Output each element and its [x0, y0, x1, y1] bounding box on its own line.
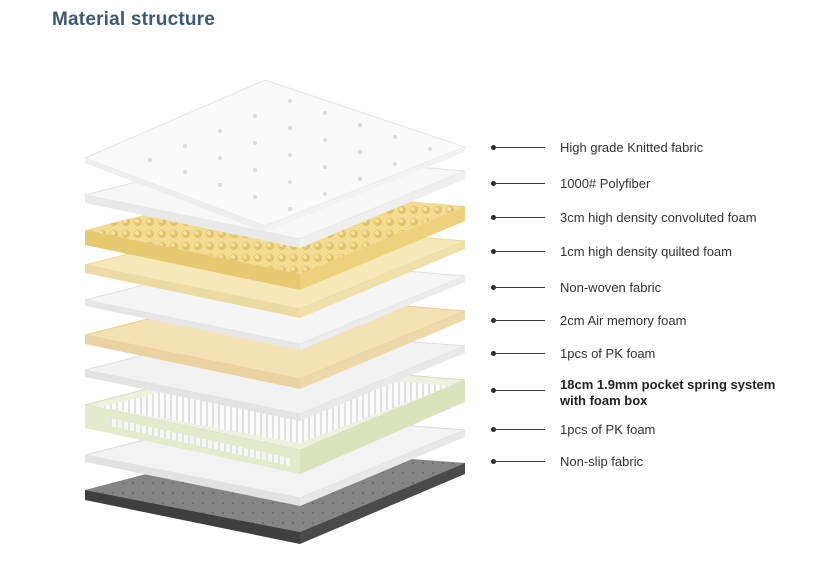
- callout-line: [493, 353, 545, 354]
- layer-row-knitted-fabric: High grade Knitted fabric: [491, 140, 833, 160]
- callout-line: [493, 429, 545, 430]
- callout-line: [493, 251, 545, 252]
- layer-label: 1pcs of PK foam: [560, 422, 656, 437]
- layer-knitted-fabric: [83, 79, 467, 232]
- layer-label: High grade Knitted fabric: [560, 140, 704, 155]
- layer-row-pk-foam-top: 1pcs of PK foam: [491, 346, 833, 366]
- callout-line: [493, 461, 545, 462]
- layer-row-pocket-spring: 18cm 1.9mm pocket spring system with foa…: [491, 377, 833, 413]
- layer-row-convoluted-foam: 3cm high density convoluted foam: [491, 210, 833, 230]
- layer-row-quilted-foam: 1cm high density quilted foam: [491, 244, 833, 264]
- layer-label: Non-woven fabric: [560, 280, 662, 295]
- callout-line: [493, 183, 545, 184]
- layer-label: 2cm Air memory foam: [560, 313, 687, 328]
- layer-row-polyfiber: 1000# Polyfiber: [491, 176, 833, 196]
- layer-label: 18cm 1.9mm pocket spring system: [560, 377, 776, 392]
- layer-label: Non-slip fabric: [560, 454, 644, 469]
- layer-row-pk-foam-bottom: 1pcs of PK foam: [491, 422, 833, 442]
- layer-label: 1000# Polyfiber: [560, 176, 651, 191]
- callout-line: [493, 217, 545, 218]
- page-title: Material structure: [52, 9, 216, 30]
- layer-label: 1pcs of PK foam: [560, 346, 656, 361]
- layer-label: 1cm high density quilted foam: [560, 244, 732, 259]
- layer-row-air-memory-foam: 2cm Air memory foam: [491, 313, 833, 333]
- layer-label: 3cm high density convoluted foam: [560, 210, 757, 225]
- callout-line: [493, 390, 545, 391]
- callout-line: [493, 320, 545, 321]
- callout-line: [493, 147, 545, 148]
- layer-label-line2: with foam box: [560, 393, 648, 408]
- layer-row-non-slip: Non-slip fabric: [491, 454, 833, 474]
- layer-row-non-woven: Non-woven fabric: [491, 280, 833, 300]
- callout-line: [493, 287, 545, 288]
